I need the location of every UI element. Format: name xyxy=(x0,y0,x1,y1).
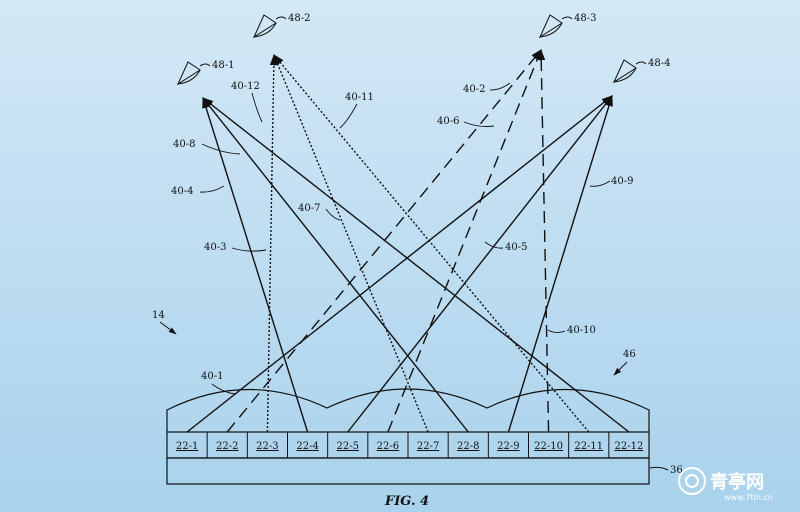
ray-label-leader xyxy=(489,82,511,91)
substrate xyxy=(166,457,650,485)
ray-label-leader xyxy=(339,103,358,129)
light-ray-11 xyxy=(273,54,590,433)
ray-label-leader xyxy=(484,241,504,249)
substrate-label: 36 xyxy=(670,465,683,476)
ray-label: 40-8 xyxy=(173,139,195,150)
ray-labels: 40-1 40-2 40-3 40-4 40-5 40-6 40-7 40-8 40-9 40-1… xyxy=(171,81,633,395)
figure-caption: FIG. 4 xyxy=(384,494,429,509)
viewer-label: 48-3 xyxy=(574,13,596,24)
lenticular-lens xyxy=(166,388,650,432)
pixel-cell-label: 22-10 xyxy=(534,441,563,452)
light-ray-6 xyxy=(387,48,542,433)
ray-label: 40-12 xyxy=(231,81,260,92)
display-panel: 22-1 22-2 22-3 22-4 22-5 22-6 22-7 22-8 22-9 22-1… xyxy=(166,431,650,485)
substrate-leader xyxy=(649,466,669,471)
ray-label-leader xyxy=(463,121,495,127)
pixel-cell-label: 22-11 xyxy=(574,441,603,452)
device-leader xyxy=(159,321,177,335)
viewer-eye-1: 48-1 xyxy=(176,60,234,86)
watermark-brand: 青亭网 xyxy=(710,471,764,493)
light-ray-10 xyxy=(537,48,550,433)
ray-label-leader xyxy=(231,247,267,252)
watermark-url: www.7tin.cn xyxy=(724,493,773,502)
viewer-label: 48-4 xyxy=(648,58,670,69)
viewer-eye-4: 48-4 xyxy=(612,58,670,84)
ray-label: 40-5 xyxy=(505,242,527,253)
ray-label: 40-7 xyxy=(298,203,320,214)
ray-label: 40-2 xyxy=(463,84,485,95)
light-ray-9 xyxy=(507,94,613,433)
light-ray-7 xyxy=(273,53,429,433)
watermark-logo: 青亭网 www.7tin.cn xyxy=(678,467,773,502)
ray-label: 40-11 xyxy=(345,92,374,103)
light-ray-12 xyxy=(202,97,630,433)
ray-label: 40-4 xyxy=(171,186,193,197)
ray-label: 40-10 xyxy=(567,325,596,336)
ray-label: 40-9 xyxy=(611,176,633,187)
light-ray-2 xyxy=(226,49,542,433)
light-ray-5 xyxy=(347,95,613,433)
pixel-cell-label: 22-12 xyxy=(615,441,644,452)
viewer-eyes: 48-1 48-2 48-3 48-4 xyxy=(176,13,670,86)
light-ray-8 xyxy=(202,97,469,433)
ray-label-leader xyxy=(211,383,237,395)
light-ray-3 xyxy=(266,53,278,433)
pixel-cell-label: 22-9 xyxy=(497,441,519,452)
pixel-cell-label: 22-1 xyxy=(176,441,198,452)
pixel-cell-label: 22-5 xyxy=(337,441,359,452)
ray-label: 40-6 xyxy=(437,116,459,127)
pixel-cell-label: 22-3 xyxy=(256,441,278,452)
light-ray-4 xyxy=(202,96,309,433)
ray-label: 40-3 xyxy=(204,242,226,253)
pixel-cell-label: 22-4 xyxy=(296,441,318,452)
pixel-cell-label: 22-8 xyxy=(457,441,479,452)
ray-label-leader xyxy=(589,180,611,187)
ray-label-leader xyxy=(325,208,341,221)
pixel-cell-label: 22-6 xyxy=(377,441,399,452)
pixel-cell-label: 22-7 xyxy=(417,441,439,452)
viewer-label: 48-2 xyxy=(288,13,310,24)
ray-label-leader xyxy=(547,329,566,333)
viewer-label: 48-1 xyxy=(212,60,234,71)
viewer-eye-2: 48-2 xyxy=(252,13,310,39)
device-label: 14 xyxy=(152,310,165,321)
ray-label: 40-1 xyxy=(201,371,223,382)
pixel-cells: 22-1 22-2 22-3 22-4 22-5 22-6 22-7 22-8 22-9 22-1… xyxy=(176,432,643,458)
pixel-cell-label: 22-2 xyxy=(216,441,238,452)
lens-label: 46 xyxy=(623,349,636,360)
ray-label-leader xyxy=(251,92,263,123)
ray-label-leader xyxy=(201,143,241,155)
light-ray-1 xyxy=(186,95,613,433)
light-rays xyxy=(186,48,630,433)
lens-leader xyxy=(613,361,628,376)
viewer-eye-3: 48-3 xyxy=(538,13,596,39)
ray-label-leader xyxy=(199,185,225,193)
